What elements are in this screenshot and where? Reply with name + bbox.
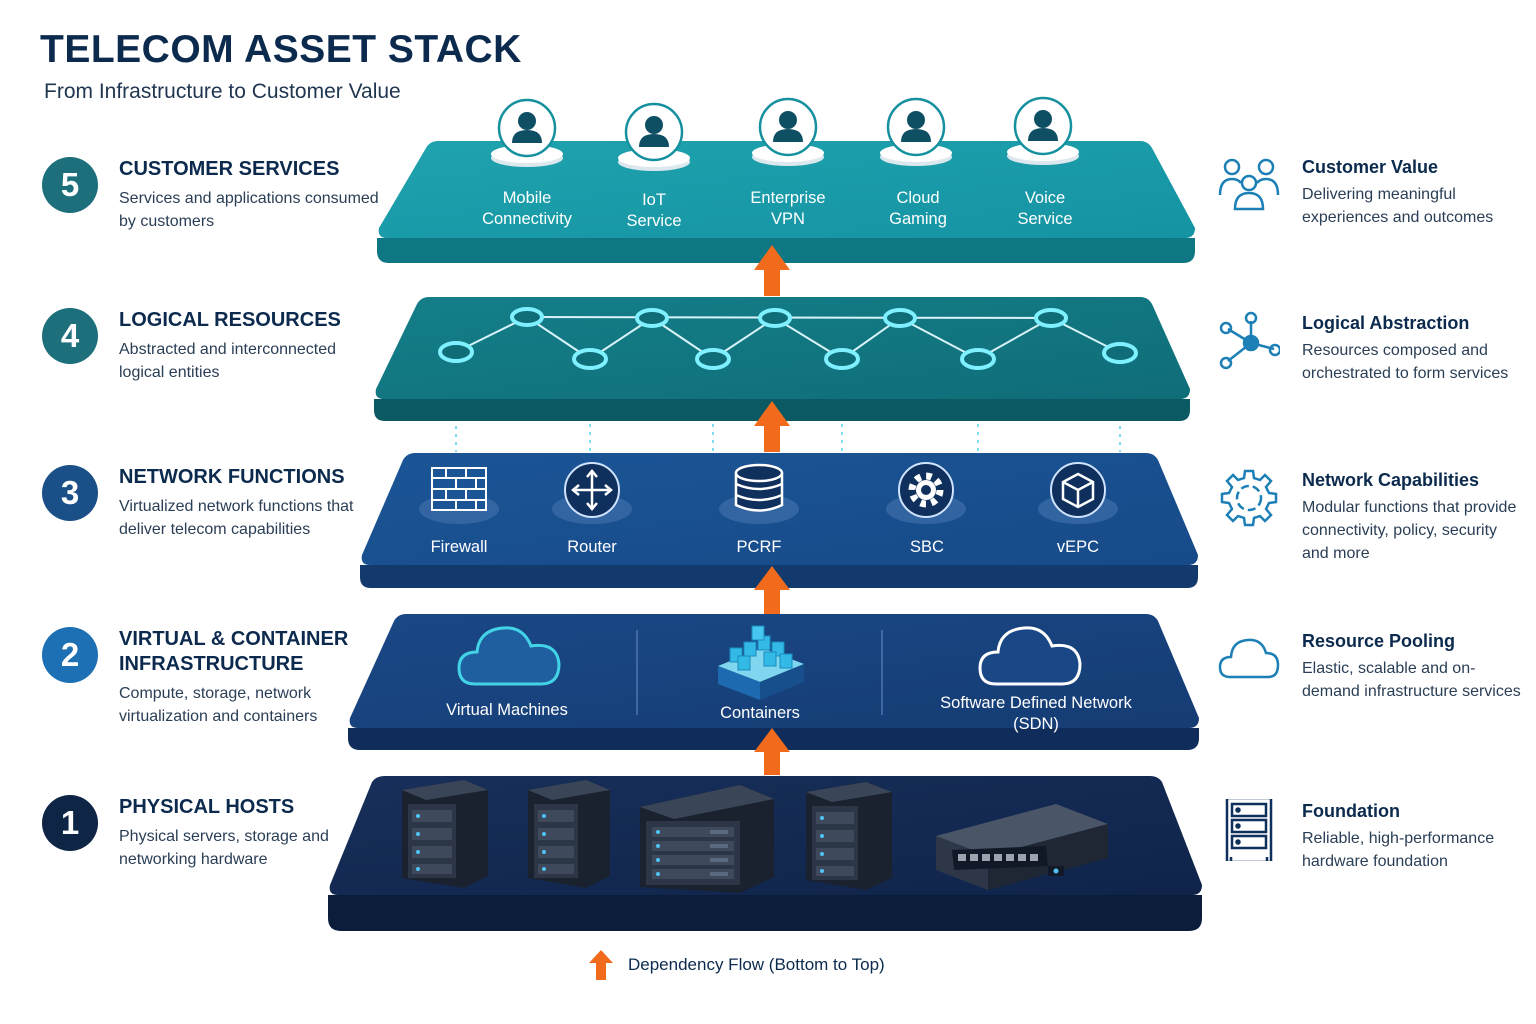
customer-avatar-icon <box>1007 96 1079 165</box>
layer-description: Services and applications consumed by cu… <box>119 190 379 230</box>
virtual-machines-cloud-icon <box>457 626 561 686</box>
cube-icon <box>1050 462 1106 518</box>
nf-label-firewall: Firewall <box>431 538 488 556</box>
service-label-line2: Service <box>1017 210 1072 228</box>
service-label-line1: Mobile <box>503 189 552 207</box>
customer-icons <box>491 96 1079 171</box>
right-description: Elastic, scalable and on-demand infrastr… <box>1302 660 1521 700</box>
nf-label-vepc: vEPC <box>1057 538 1099 556</box>
sdn-cloud-icon <box>978 626 1082 686</box>
sdn-label-line2: (SDN) <box>1013 715 1059 733</box>
layer-number-badge: 1 <box>42 795 98 851</box>
server-chassis-icon <box>640 785 774 893</box>
vm-label: Virtual Machines <box>446 701 568 719</box>
right-title: Foundation <box>1302 801 1400 821</box>
right-description: Modular functions that provide connectiv… <box>1302 499 1517 562</box>
right-description: Reliable, high-performance hardware foun… <box>1302 830 1495 870</box>
customer-group-icon <box>1218 158 1280 211</box>
up-arrow-icon <box>754 728 790 775</box>
server-tower-icon <box>528 780 610 888</box>
page-subtitle: From Infrastructure to Customer Value <box>44 80 401 103</box>
service-label-line2: Service <box>626 212 681 230</box>
gear-icon <box>898 462 954 518</box>
legend-label: Dependency Flow (Bottom to Top) <box>628 955 885 974</box>
up-arrow-icon <box>589 950 613 980</box>
customer-avatar-icon <box>752 97 824 166</box>
up-arrow-icon <box>754 401 790 452</box>
service-label-line1: IoT <box>642 191 666 209</box>
database-icon <box>734 463 784 512</box>
layer-description: Virtualized network functions that deliv… <box>119 498 354 538</box>
service-label-line1: Cloud <box>896 189 939 207</box>
layer-number-badge: 5 <box>42 157 98 213</box>
nf-label-router: Router <box>567 538 617 556</box>
network-switch-icon <box>936 804 1108 890</box>
gear-icon <box>1220 469 1278 527</box>
up-arrow-icon <box>754 245 790 296</box>
dependency-arrows <box>754 245 790 775</box>
layer-number-badge: 2 <box>42 627 98 683</box>
sdn-label-line1: Software Defined Network <box>940 694 1132 712</box>
layer-4-platform <box>374 297 1191 421</box>
server-rack-icon <box>1225 799 1273 861</box>
customer-avatar-icon <box>880 97 952 166</box>
router-icon <box>564 462 620 518</box>
containers-icon <box>718 625 804 700</box>
logical-nodes <box>438 307 1138 370</box>
layer-title: LOGICAL RESOURCES <box>119 309 341 331</box>
firewall-icon <box>431 467 487 511</box>
layer-number-badge: 4 <box>42 308 98 364</box>
containers-label: Containers <box>720 704 800 722</box>
service-label-line1: Enterprise <box>750 189 825 207</box>
server-tower-icon <box>806 782 892 890</box>
customer-avatar-icon <box>491 98 563 167</box>
nf-label-pcrf: PCRF <box>737 538 782 556</box>
right-title: Network Capabilities <box>1302 470 1480 490</box>
service-label-line2: Gaming <box>889 210 947 228</box>
layer-5-platform <box>377 141 1196 263</box>
cloud-icon <box>1218 638 1280 679</box>
page-title: TELECOM ASSET STACK <box>40 28 522 71</box>
layer-title: CUSTOMER SERVICES <box>119 158 340 180</box>
up-arrow-icon <box>754 566 790 614</box>
service-label-line2: Connectivity <box>482 210 573 228</box>
layer-description: Abstracted and interconnected logical en… <box>119 341 337 381</box>
right-description: Resources composed and orchestrated to f… <box>1302 342 1509 382</box>
right-description: Delivering meaningful experiences and ou… <box>1302 186 1494 226</box>
customer-avatar-icon <box>618 102 690 171</box>
layer-description: Compute, storage, network virtualization… <box>119 685 318 725</box>
right-title: Customer Value <box>1302 157 1439 177</box>
right-title: Resource Pooling <box>1302 631 1456 651</box>
layer-title: NETWORK FUNCTIONS <box>119 466 345 488</box>
service-label-line1: Voice <box>1025 189 1065 207</box>
nf-label-sbc: SBC <box>910 538 944 556</box>
layer-title: VIRTUAL & CONTAINER INFRASTRUCTURE <box>119 628 349 675</box>
right-title: Logical Abstraction <box>1302 313 1470 333</box>
legend: Dependency Flow (Bottom to Top) <box>588 950 885 980</box>
service-label-line2: VPN <box>771 210 805 228</box>
server-tower-icon <box>402 780 488 888</box>
network-nodes-icon <box>1219 311 1280 370</box>
layer-number-badge: 3 <box>42 465 98 521</box>
layer-title: PHYSICAL HOSTS <box>119 796 295 818</box>
layer-description: Physical servers, storage and networking… <box>119 828 329 868</box>
